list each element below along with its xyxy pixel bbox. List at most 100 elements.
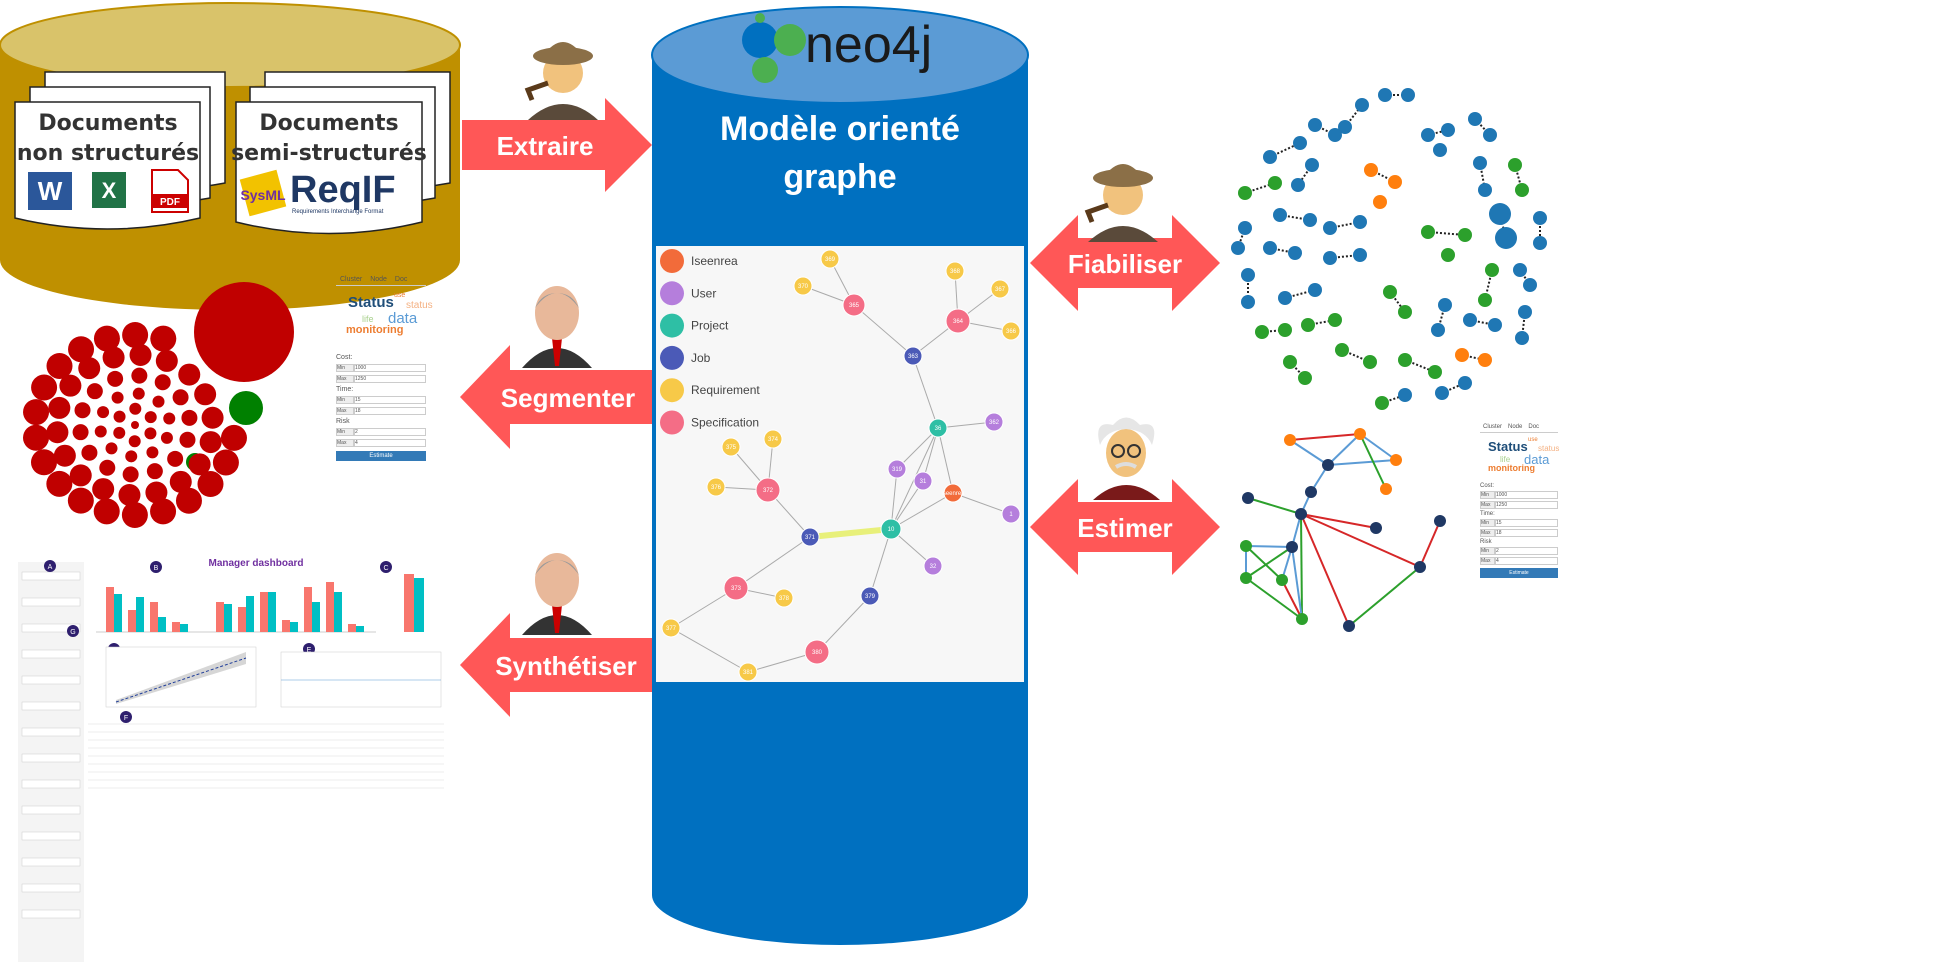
net-node[interactable] (1518, 305, 1532, 319)
graph-node[interactable] (723, 575, 749, 601)
net-node[interactable] (1483, 128, 1497, 142)
net-node[interactable] (1478, 293, 1492, 307)
est-time-min-input[interactable]: 15 (1495, 519, 1558, 527)
bubble[interactable] (129, 343, 152, 366)
bubble[interactable] (175, 487, 202, 514)
dashboard-filter[interactable] (21, 779, 81, 789)
bubble[interactable] (155, 349, 178, 372)
net-node[interactable] (1343, 620, 1355, 632)
bubble-large[interactable] (194, 282, 294, 382)
net-node[interactable] (1523, 278, 1537, 292)
bubble[interactable] (144, 411, 157, 424)
net-node[interactable] (1363, 355, 1377, 369)
dashboard-filter[interactable] (21, 571, 81, 581)
bubble[interactable] (220, 424, 247, 451)
net-node[interactable] (1305, 486, 1317, 498)
net-node[interactable] (1263, 150, 1277, 164)
est-risk-min-input[interactable]: 2 (1495, 547, 1558, 555)
bubble[interactable] (145, 481, 168, 504)
dashboard-filter[interactable] (21, 623, 81, 633)
segment-tab-cluster[interactable]: Cluster (340, 276, 363, 283)
bubble[interactable] (199, 431, 222, 454)
net-node[interactable] (1488, 318, 1502, 332)
net-node[interactable] (1435, 386, 1449, 400)
bubble[interactable] (74, 402, 91, 419)
graph-node[interactable] (661, 618, 681, 638)
dashboard-filter[interactable] (21, 805, 81, 815)
graph-node[interactable] (903, 346, 923, 366)
net-node[interactable] (1421, 128, 1435, 142)
net-node[interactable] (1296, 613, 1308, 625)
bubble[interactable] (92, 478, 115, 501)
dashboard-filter[interactable] (21, 831, 81, 841)
net-node[interactable] (1441, 248, 1455, 262)
dashboard-filter[interactable] (21, 883, 81, 893)
bubble[interactable] (94, 425, 107, 438)
net-node[interactable] (1328, 128, 1342, 142)
net-node[interactable] (1301, 318, 1315, 332)
net-node[interactable] (1364, 163, 1378, 177)
segment-tab-doc[interactable]: Doc (394, 276, 408, 283)
bubble[interactable] (212, 449, 239, 476)
graph-node[interactable] (1001, 504, 1021, 524)
net-node[interactable] (1276, 574, 1288, 586)
net-node[interactable] (1383, 285, 1397, 299)
net-node[interactable] (1323, 221, 1337, 235)
net-node[interactable] (1308, 118, 1322, 132)
bubble[interactable] (99, 459, 116, 476)
bubble[interactable] (178, 363, 201, 386)
net-node[interactable] (1303, 213, 1317, 227)
net-node[interactable] (1390, 454, 1402, 466)
net-node[interactable] (1242, 492, 1254, 504)
net-node[interactable] (1485, 263, 1499, 277)
net-node[interactable] (1284, 434, 1296, 446)
net-node[interactable] (1398, 305, 1412, 319)
bubble[interactable] (201, 406, 224, 429)
net-node[interactable] (1338, 120, 1352, 134)
bubble[interactable] (113, 426, 126, 439)
cost-max-input[interactable]: 1250 (354, 375, 426, 383)
net-node[interactable] (1431, 323, 1445, 337)
bubble[interactable] (30, 449, 57, 476)
risk-max-input[interactable]: 4 (354, 439, 426, 447)
time-min-input[interactable]: 15 (354, 396, 426, 404)
bubble[interactable] (179, 431, 196, 448)
bubble[interactable] (113, 410, 126, 423)
dashboard-filter[interactable] (21, 857, 81, 867)
net-node[interactable] (1458, 228, 1472, 242)
bubble[interactable] (105, 442, 118, 455)
est-estimate-button[interactable]: Estimate (1480, 568, 1558, 578)
bubble[interactable] (31, 374, 58, 401)
net-node[interactable] (1458, 376, 1472, 390)
net-node[interactable] (1293, 136, 1307, 150)
net-node[interactable] (1401, 88, 1415, 102)
net-node[interactable] (1328, 313, 1342, 327)
bubble[interactable] (131, 421, 139, 429)
estimate-button[interactable]: Estimate (336, 451, 426, 461)
bubble[interactable] (172, 389, 189, 406)
graph-node[interactable] (945, 261, 965, 281)
net-node[interactable] (1353, 248, 1367, 262)
graph-node[interactable] (860, 586, 880, 606)
graph-node[interactable] (1001, 321, 1021, 341)
bubble[interactable] (46, 352, 73, 379)
bubble[interactable] (194, 383, 217, 406)
bubble[interactable] (144, 427, 157, 440)
bubble[interactable] (197, 471, 224, 498)
bubble[interactable] (102, 346, 125, 369)
bubble-green[interactable] (229, 391, 263, 425)
net-node[interactable] (1433, 143, 1447, 157)
bubble[interactable] (167, 450, 184, 467)
bubble[interactable] (122, 466, 139, 483)
dashboard-filter[interactable] (21, 597, 81, 607)
graph-node[interactable] (800, 527, 820, 547)
est-cost-min-input[interactable]: 1000 (1495, 491, 1558, 499)
dashboard-filter[interactable] (21, 675, 81, 685)
net-node[interactable] (1240, 540, 1252, 552)
net-node[interactable] (1388, 175, 1402, 189)
net-node[interactable] (1354, 428, 1366, 440)
graph-node[interactable] (984, 412, 1004, 432)
net-node[interactable] (1375, 396, 1389, 410)
bubble[interactable] (154, 374, 171, 391)
net-node[interactable] (1398, 353, 1412, 367)
